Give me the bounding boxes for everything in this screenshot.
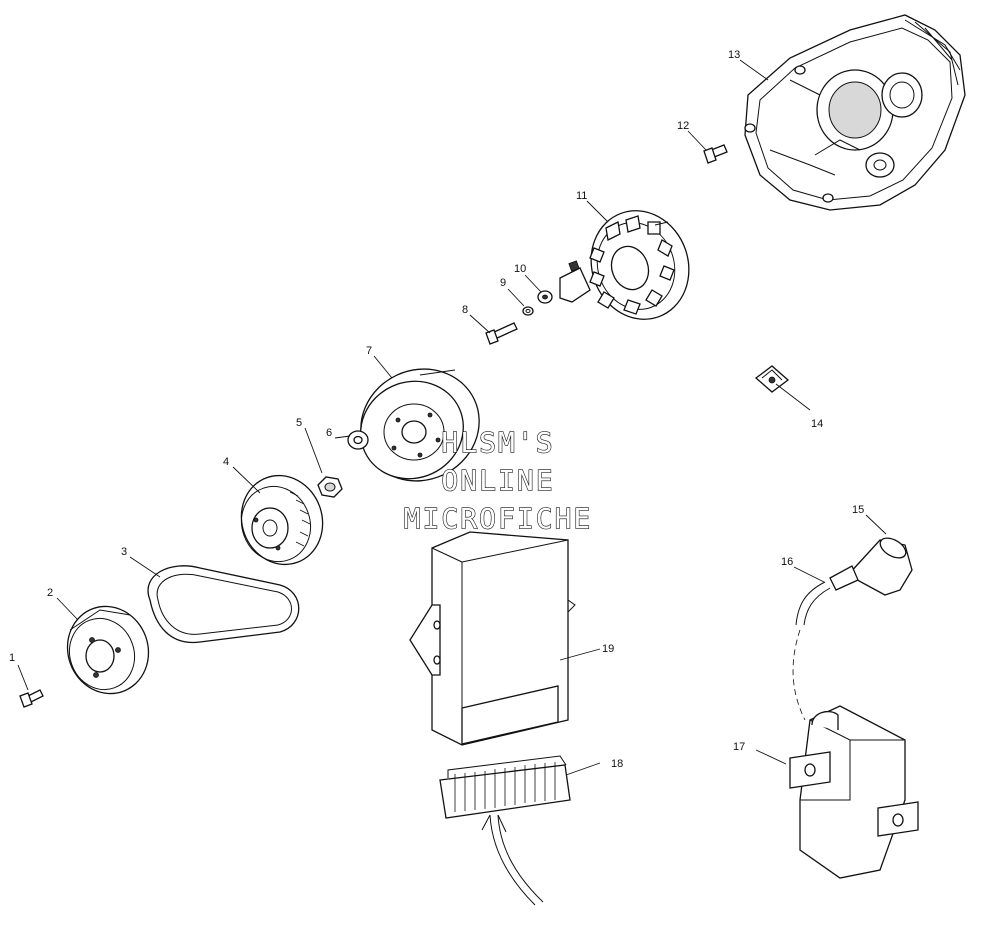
callout-9: 9 — [500, 277, 506, 289]
callout-7: 7 — [366, 345, 372, 357]
callout-10: 10 — [514, 263, 526, 275]
part-14-clip-nut[interactable] — [754, 365, 790, 393]
callout-16: 16 — [781, 556, 793, 568]
part-13-housing[interactable] — [744, 14, 966, 211]
callout-8: 8 — [462, 304, 468, 316]
callout-18: 18 — [611, 758, 623, 770]
callout-4: 4 — [223, 456, 229, 468]
part-12-bolt[interactable] — [703, 144, 728, 164]
part-8-screw[interactable] — [485, 322, 518, 345]
callout-17: 17 — [733, 741, 745, 753]
part-3-belt[interactable] — [147, 565, 300, 644]
part-7-flywheel[interactable] — [342, 350, 497, 500]
callout-6: 6 — [326, 427, 332, 439]
callout-3: 3 — [121, 546, 127, 558]
callout-labels: 1 2 3 4 5 6 7 8 9 10 11 12 13 14 15 16 1… — [9, 49, 864, 770]
callout-1: 1 — [9, 652, 15, 664]
part-4-pulley[interactable] — [229, 464, 335, 576]
part-5-nut[interactable] — [317, 476, 343, 498]
watermark: HLSM'S ONLINE MICROFICHE — [403, 425, 593, 535]
part-11-stator[interactable] — [559, 197, 704, 333]
watermark-line-2: ONLINE — [441, 464, 554, 497]
part-15-spark-plug-cap[interactable] — [829, 534, 913, 596]
watermark-line-3: MICROFICHE — [404, 502, 593, 535]
callout-2: 2 — [47, 587, 53, 599]
callout-15: 15 — [852, 504, 864, 516]
callout-12: 12 — [677, 120, 689, 132]
part-9-lock-washer[interactable] — [522, 306, 534, 316]
callout-5: 5 — [296, 417, 302, 429]
part-16-ht-wire[interactable] — [792, 581, 831, 721]
callout-14: 14 — [811, 418, 823, 430]
part-18-connector[interactable] — [439, 755, 571, 906]
part-2-starter-cup[interactable] — [55, 595, 160, 705]
part-1-bolt[interactable] — [19, 689, 44, 708]
part-6-washer[interactable] — [347, 430, 369, 450]
callout-13: 13 — [728, 49, 740, 61]
watermark-line-1: HLSM'S — [441, 426, 554, 459]
part-10-washer[interactable] — [537, 290, 553, 304]
callout-11: 11 — [576, 190, 587, 202]
part-17-ignition-coil[interactable] — [789, 705, 919, 879]
part-19-cdi-box[interactable] — [409, 531, 576, 746]
leader-lines — [17, 59, 887, 776]
callout-19: 19 — [602, 643, 614, 655]
